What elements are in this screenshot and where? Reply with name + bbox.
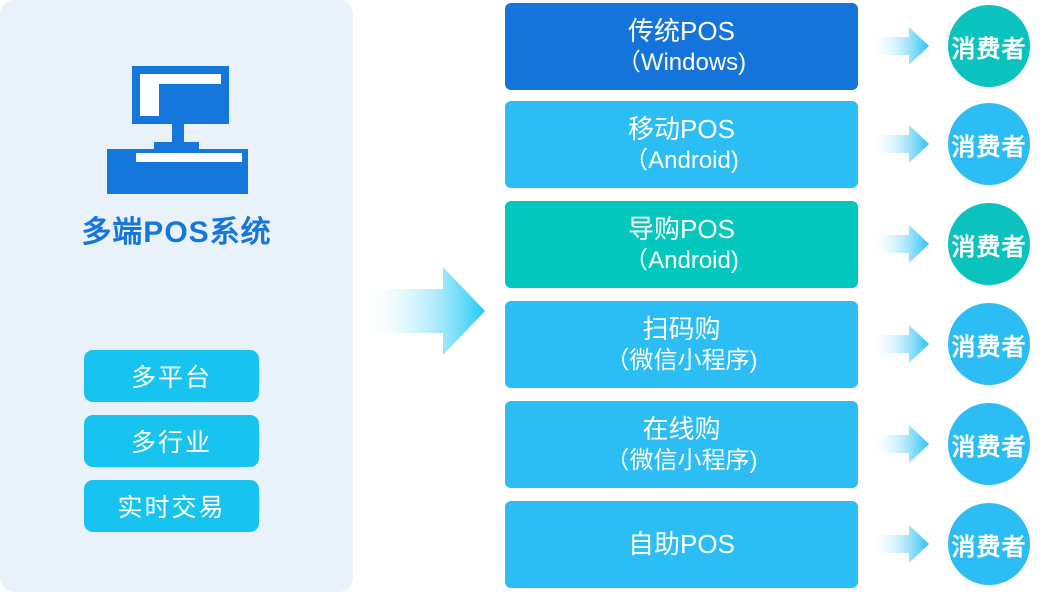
channel-box: 扫码购 （微信小程序)	[505, 301, 858, 388]
row-arrow-icon	[872, 27, 929, 65]
tag-multi-industry: 多行业	[84, 415, 259, 467]
channel-box: 移动POS （Android)	[505, 101, 858, 188]
channel-box: 在线购 （微信小程序)	[505, 401, 858, 488]
consumer-circle: 消费者	[948, 503, 1030, 585]
consumer-circle: 消费者	[948, 5, 1030, 87]
channel-box: 自助POS	[505, 501, 858, 588]
row-arrow-icon	[872, 525, 929, 563]
channel-label: 在线购	[642, 414, 721, 445]
flow-row-traditional-pos: 传统POS （Windows) 消费者	[0, 3, 1041, 90]
channel-box: 传统POS （Windows)	[505, 3, 858, 90]
tag-multi-platform: 多平台	[84, 350, 259, 402]
channel-box: 导购POS （Android)	[505, 201, 858, 288]
channel-sublabel: （微信小程序)	[605, 346, 758, 374]
flow-row-self-service-pos: 自助POS 消费者	[0, 501, 1041, 588]
row-arrow-icon	[872, 425, 929, 463]
pos-system-panel: 多端POS系统 多平台 多行业 实时交易	[0, 0, 353, 592]
channel-label: 传统POS	[628, 16, 735, 47]
channel-sublabel: （Android)	[624, 146, 739, 174]
row-arrow-icon	[872, 225, 929, 263]
consumer-circle: 消费者	[948, 203, 1030, 285]
tag-realtime-trade: 实时交易	[84, 480, 259, 532]
channel-sublabel: （Android)	[624, 246, 739, 274]
channel-sublabel: （微信小程序)	[605, 446, 758, 474]
panel-title: 多端POS系统	[81, 216, 272, 249]
row-arrow-icon	[872, 125, 929, 163]
main-flow-arrow-icon	[363, 267, 485, 355]
flow-row-guide-pos: 导购POS （Android) 消费者	[0, 201, 1041, 288]
flow-row-scan-shopping: 扫码购 （微信小程序) 消费者	[0, 301, 1041, 388]
consumer-circle: 消费者	[948, 403, 1030, 485]
flow-row-mobile-pos: 移动POS （Android) 消费者	[0, 101, 1041, 188]
pos-terminal-icon	[107, 66, 248, 194]
consumer-circle: 消费者	[948, 303, 1030, 385]
flow-row-online-shopping: 在线购 （微信小程序) 消费者	[0, 401, 1041, 488]
channel-label: 自助POS	[628, 529, 735, 560]
channel-label: 导购POS	[628, 214, 735, 245]
channel-sublabel: （Windows)	[616, 48, 747, 76]
channel-label: 扫码购	[642, 314, 721, 345]
consumer-circle: 消费者	[948, 103, 1030, 185]
row-arrow-icon	[872, 325, 929, 363]
channel-label: 移动POS	[628, 114, 735, 145]
